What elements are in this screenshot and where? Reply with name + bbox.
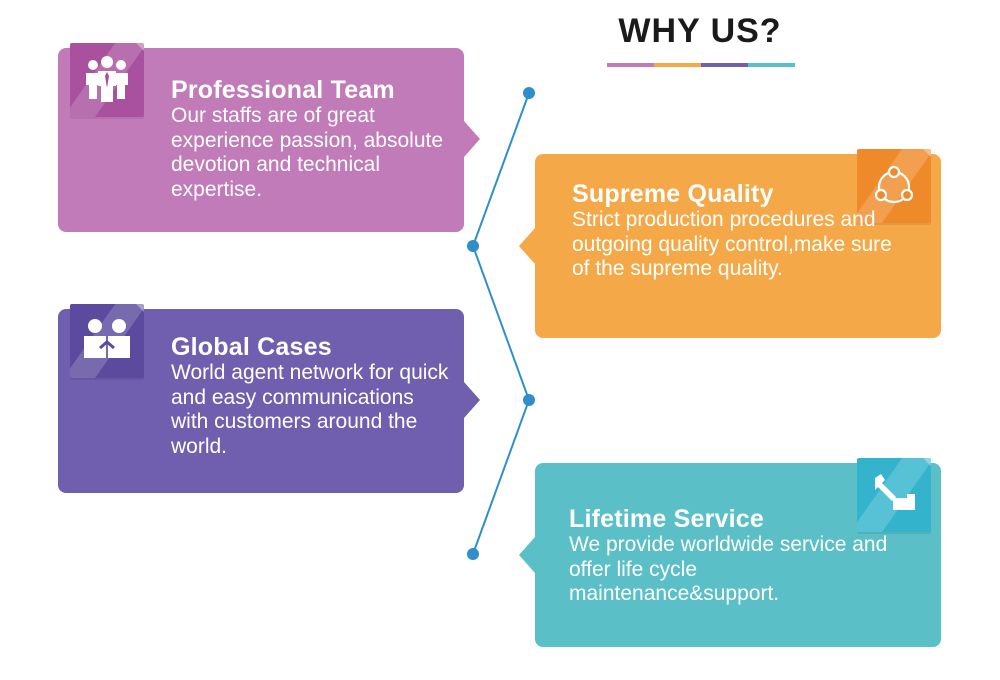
icon-box	[70, 43, 144, 117]
timeline-dot-4	[467, 548, 479, 560]
card-global-cases: Global Cases World agent network for qui…	[58, 304, 480, 493]
card-lifetime-service: Lifetime Service We provide worldwide se…	[519, 458, 941, 647]
underline-segment-4	[748, 63, 795, 67]
card-pointer	[464, 382, 480, 418]
wrench-hand-icon	[875, 474, 915, 510]
card-pointer	[464, 121, 480, 157]
team-icon	[86, 56, 128, 102]
card-description: Strict production procedures and outgoin…	[572, 208, 892, 280]
card-heading: Supreme Quality	[572, 180, 774, 208]
card-pointer	[519, 228, 535, 264]
card-supreme-quality: Supreme Quality Strict production proced…	[519, 149, 941, 338]
card-description: Our staffs are of great experience passi…	[171, 104, 444, 201]
card-heading: Professional Team	[171, 76, 395, 104]
underline-segment-1	[607, 63, 654, 67]
page-title: WHY US?	[618, 12, 782, 50]
card-heading: Lifetime Service	[569, 505, 764, 533]
card-heading: Global Cases	[171, 333, 332, 361]
icon-box	[70, 304, 144, 378]
icon-box	[857, 149, 931, 223]
card-description: We provide worldwide service and offer l…	[569, 533, 888, 605]
people-icon	[84, 319, 130, 358]
card-pointer	[519, 537, 535, 573]
title-underline	[607, 63, 795, 67]
network-icon	[874, 165, 914, 204]
timeline-dot-3	[523, 394, 535, 406]
underline-segment-2	[654, 63, 701, 67]
underline-segment-3	[701, 63, 748, 67]
timeline-dot-2	[467, 240, 479, 252]
timeline-dot-1	[523, 87, 535, 99]
card-description: World agent network for quick and easy c…	[171, 361, 449, 458]
icon-box	[857, 458, 931, 532]
timeline-line	[471, 92, 531, 555]
card-professional-team: Professional Team Our staffs are of grea…	[58, 43, 480, 232]
